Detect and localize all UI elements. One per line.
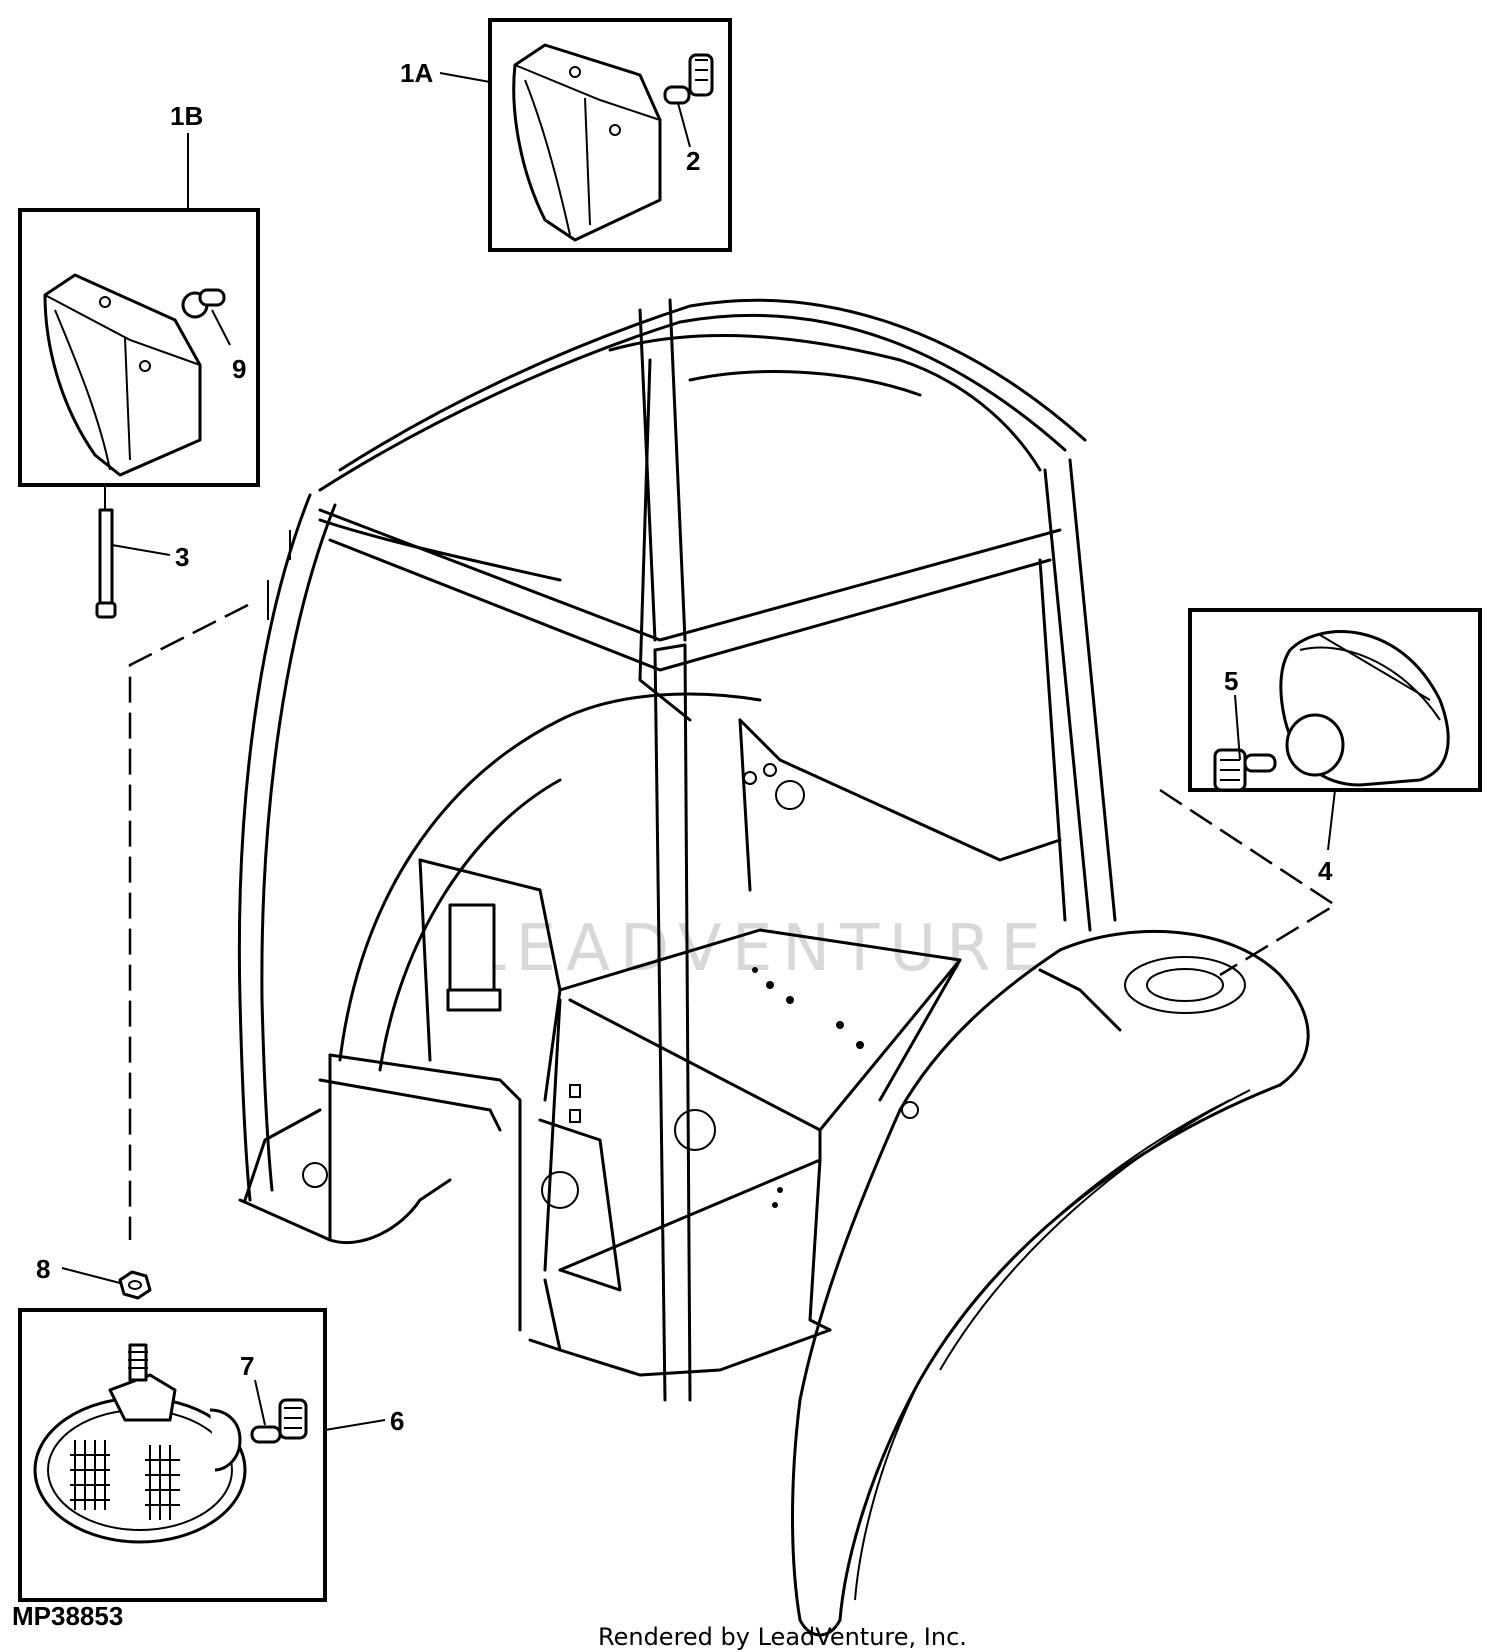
cab-frame [237,298,1117,1402]
callout-5: 5 [1224,666,1238,696]
nut-8 [118,1270,152,1300]
cab-body [238,692,1062,1377]
callout-4: 4 [1318,856,1333,886]
detail-box-1b [18,208,260,487]
callout-6: 6 [390,1406,404,1436]
callout-9: 9 [232,354,246,384]
callout-3: 3 [175,542,189,572]
detail-box-4 [1188,608,1482,792]
footer-credit: Rendered by LeadVenture, Inc. [598,1623,967,1651]
assembly-lines [128,603,1338,1240]
callout-2: 2 [686,146,700,176]
callout-1b: 1B [170,101,203,131]
figure-id: MP38853 [12,1601,123,1631]
callout-7: 7 [240,1351,254,1381]
bolt-3 [95,485,117,619]
callout-1a: 1A [400,58,433,88]
detail-box-6 [18,1308,327,1602]
watermark-text: LEADVENTURE [470,912,1051,986]
callout-8: 8 [36,1254,50,1284]
detail-box-1a [488,18,732,252]
right-fender [791,930,1310,1637]
